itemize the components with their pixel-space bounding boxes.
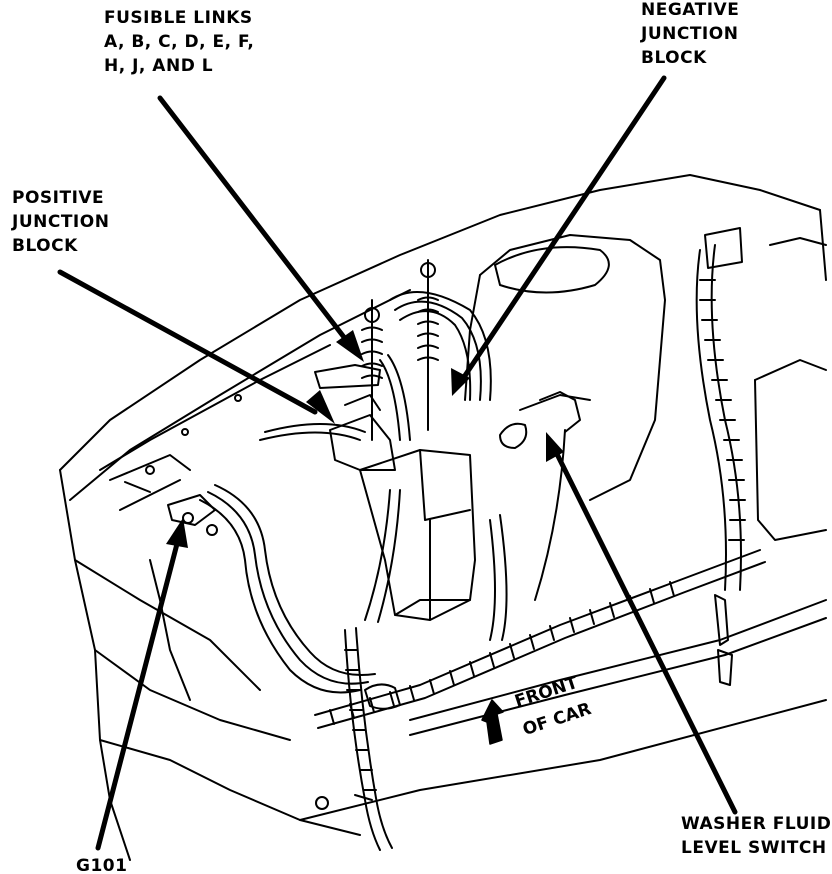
positive-junction-block-label: POSITIVE JUNCTION BLOCK [12, 188, 110, 256]
fusible-links-label: FUSIBLE LINKS A, B, C, D, E, F, H, J, AN… [104, 8, 255, 76]
front-arrow-icon [481, 699, 504, 745]
washer-reservoir [464, 234, 666, 501]
g101-label: G101 [76, 856, 128, 874]
washer-fluid-level-switch-label: WASHER FLUID LEVEL SWITCH [681, 814, 832, 858]
fusible-link-stack [361, 259, 492, 441]
leader-arrowheads [166, 330, 564, 548]
leader-arrows [57, 75, 738, 851]
battery-area [754, 237, 827, 541]
main-harness [314, 227, 766, 851]
body-outline [59, 174, 827, 861]
ground-harness [124, 423, 376, 694]
negative-junction-block-label: NEGATIVE JUNCTION BLOCK [641, 0, 740, 68]
